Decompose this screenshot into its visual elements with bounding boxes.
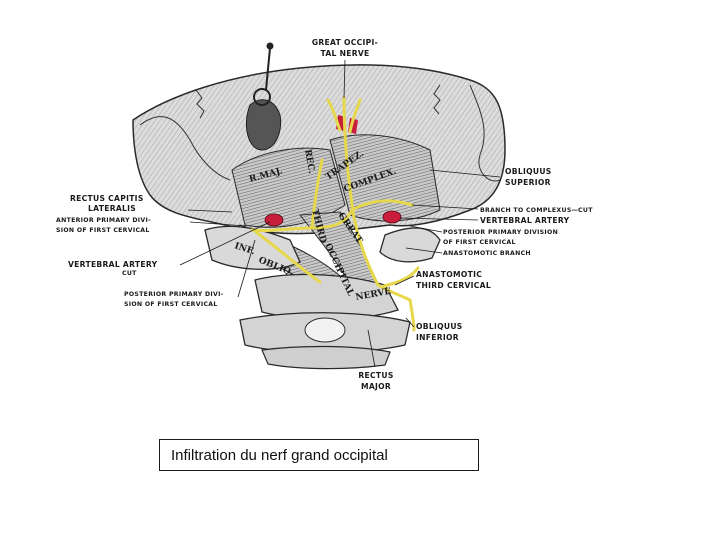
label-anastomotic-third-1: ANASTOMOTIC xyxy=(416,270,482,279)
label-great-occipital-2: TAL NERVE xyxy=(320,49,369,58)
label-obliquus-inferior-1: OBLIQUUS xyxy=(416,322,463,331)
anatomy-illustration: R.MAJ. REC. TRAPEZ. COMPLEX. THIRD GREAT… xyxy=(56,38,593,391)
label-rectus-major-1: RECTUS xyxy=(358,371,393,380)
nerves xyxy=(250,96,420,332)
label-branch-to-complexus: BRANCH TO COMPLEXUS—CUT xyxy=(480,207,593,214)
leader-lines xyxy=(179,59,501,368)
retractor-hook xyxy=(253,42,274,106)
label-posterior-primary-right-2: OF FIRST CERVICAL xyxy=(443,239,516,246)
label-rectus-capitis-2: LATERALIS xyxy=(88,204,136,213)
label-vertebral-artery-cut-1: VERTEBRAL ARTERY xyxy=(68,260,158,269)
label-anastomotic-third-2: THIRD CERVICAL xyxy=(416,281,491,290)
label-anterior-primary-2: SION OF FIRST CERVICAL xyxy=(56,227,150,234)
label-vertebral-artery-cut-2: CUT xyxy=(122,270,137,277)
external-labels: GREAT OCCIPI- TAL NERVE OBLIQUUS SUPERIO… xyxy=(56,38,593,391)
label-posterior-primary-left-2: SION OF FIRST CERVICAL xyxy=(124,301,218,308)
label-posterior-primary-right-1: POSTERIOR PRIMARY DIVISION xyxy=(443,229,558,236)
label-obliquus-superior-2: SUPERIOR xyxy=(505,178,551,187)
label-rectus-capitis-1: RECTUS CAPITIS xyxy=(70,194,144,203)
caption-box: Infiltration du nerf grand occipital xyxy=(159,439,479,471)
label-obliquus-inferior-2: INFERIOR xyxy=(416,333,459,342)
label-rec: REC. xyxy=(302,149,316,175)
label-posterior-primary-left-1: POSTERIOR PRIMARY DIVI- xyxy=(124,291,224,298)
label-rectus-major-2: MAJOR xyxy=(361,382,391,391)
label-vertebral-artery-right: VERTEBRAL ARTERY xyxy=(480,216,570,225)
label-great-occipital-1: GREAT OCCIPI- xyxy=(312,38,378,47)
label-obliquus-superior-1: OBLIQUUS xyxy=(505,167,552,176)
label-anastomotic-branch: ANASTOMOTIC BRANCH xyxy=(443,250,531,257)
label-anterior-primary-1: ANTERIOR PRIMARY DIVI- xyxy=(56,217,151,224)
caption-text: Infiltration du nerf grand occipital xyxy=(171,446,388,464)
